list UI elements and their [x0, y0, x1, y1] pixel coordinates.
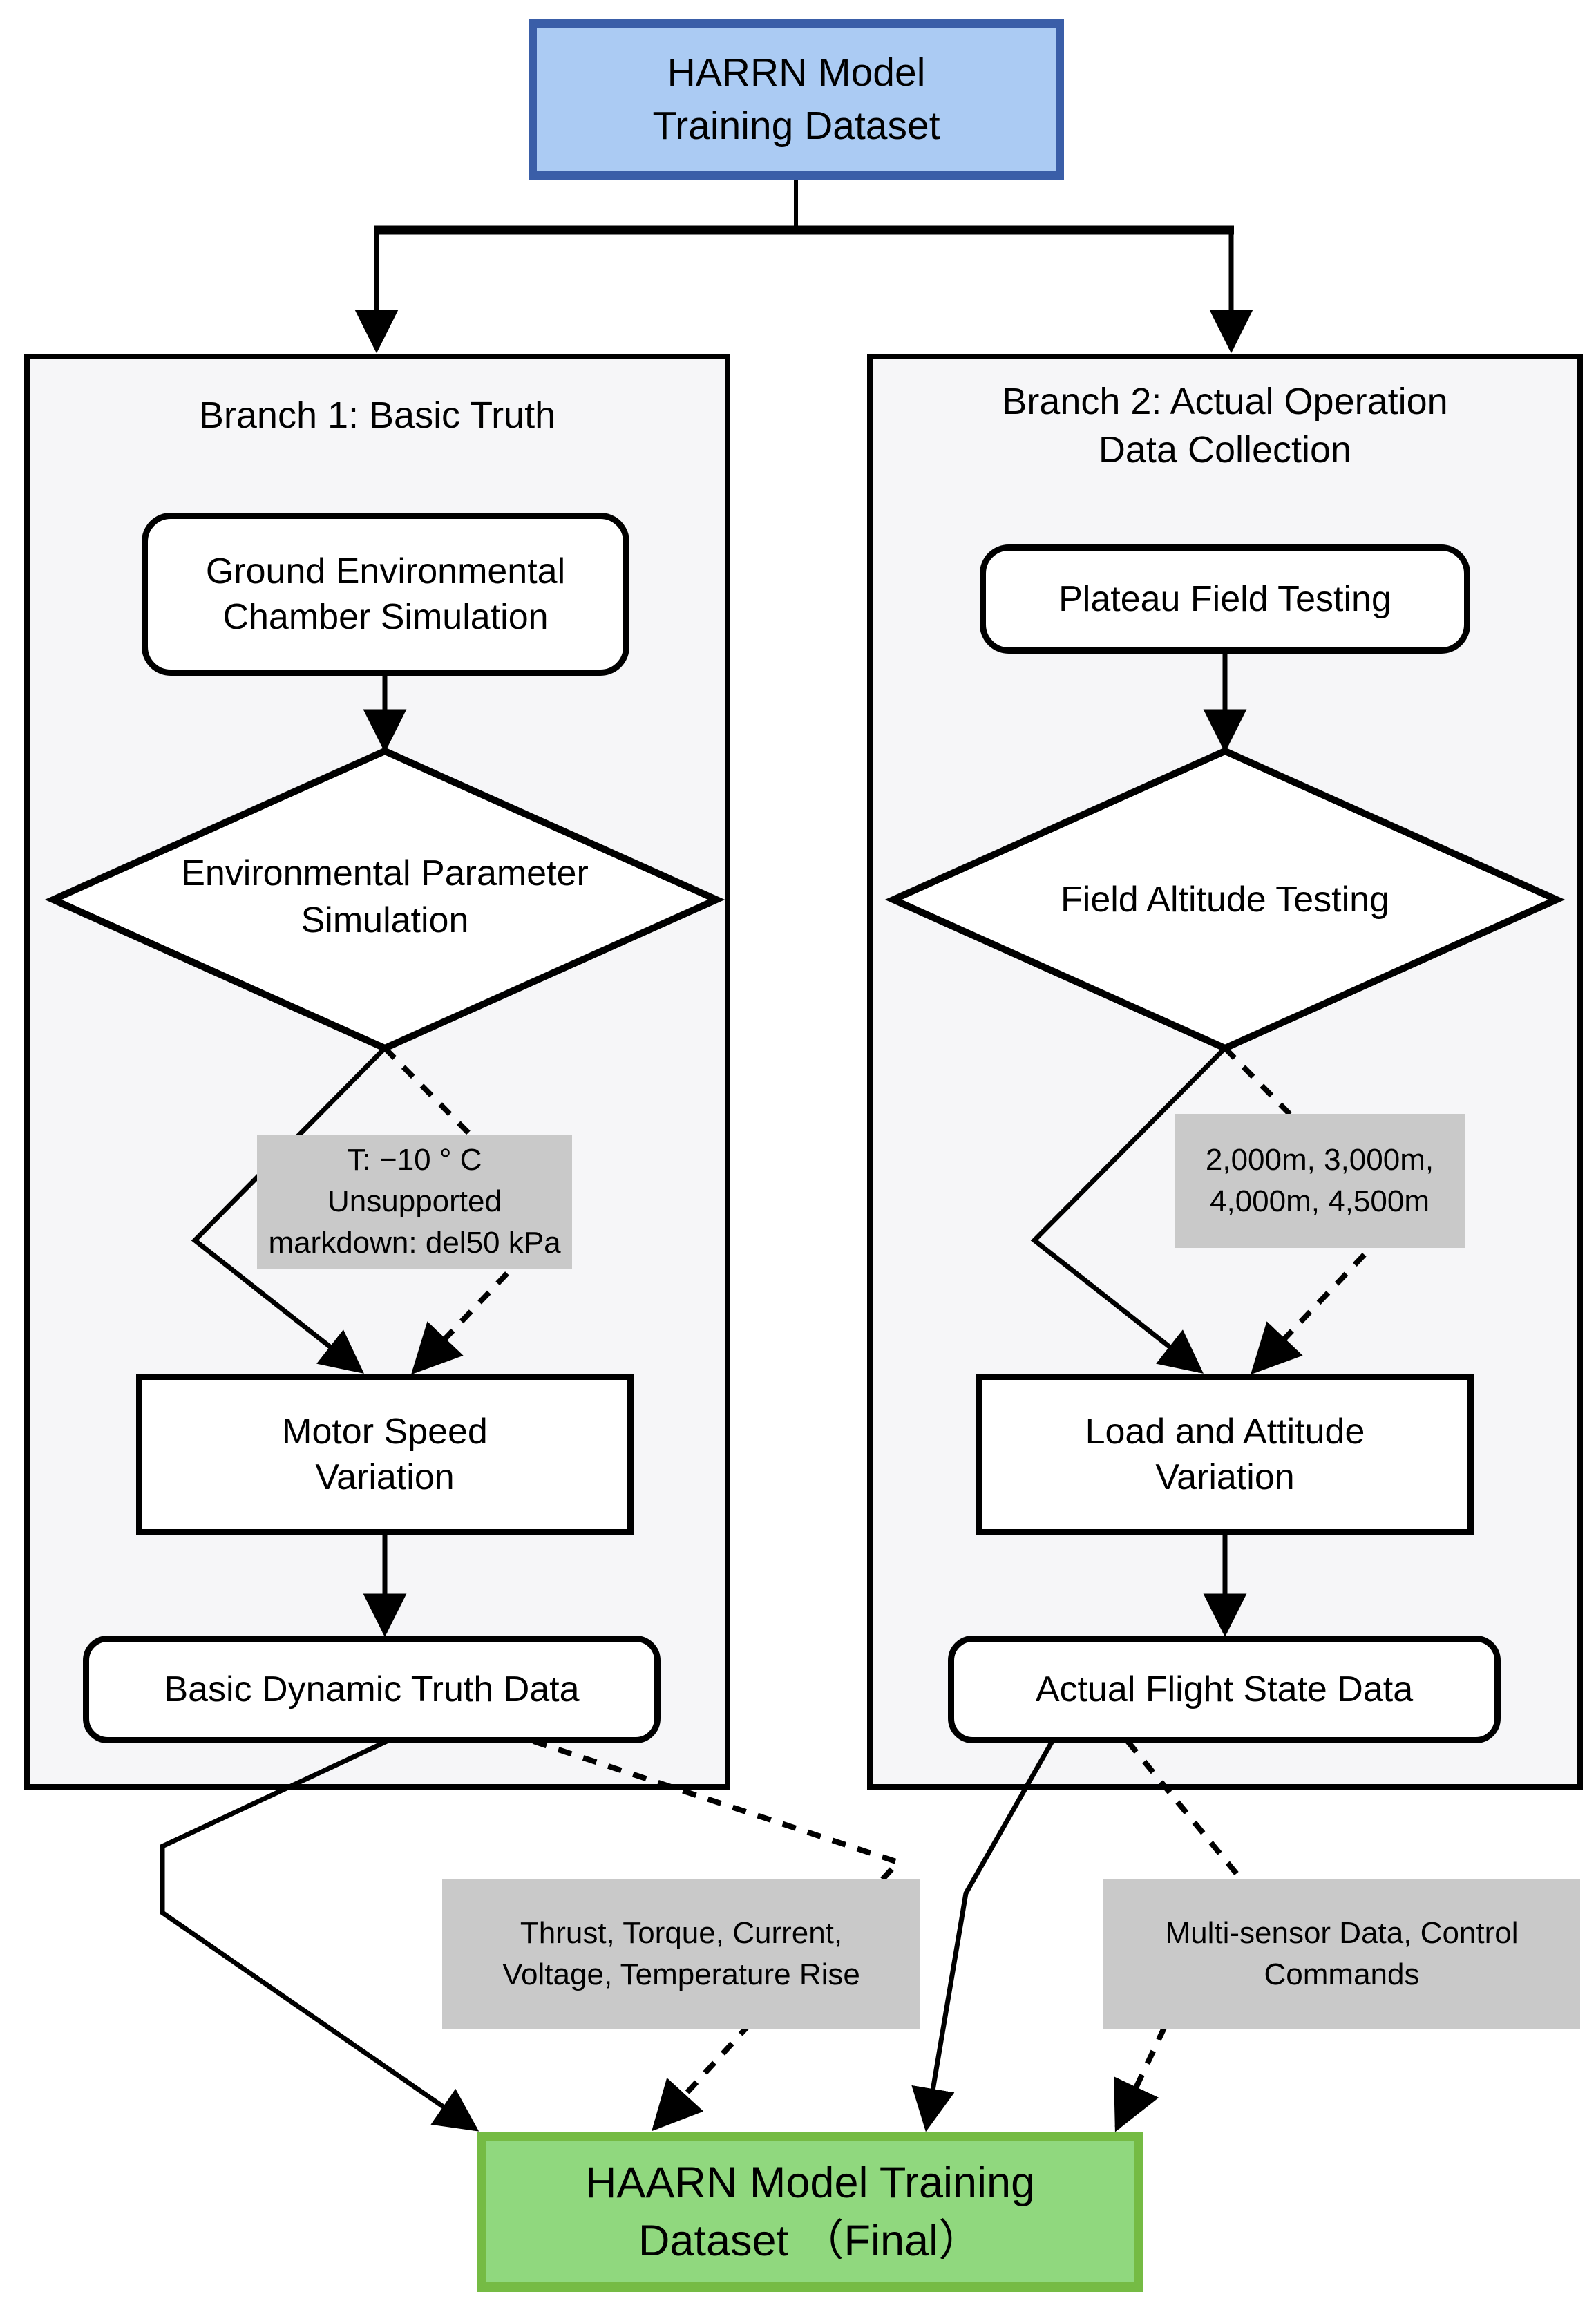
arrow-basic-to-final-solid — [160, 1738, 479, 2132]
branch1-title: Branch 1: Basic Truth — [24, 391, 730, 439]
plateau-field-testing-node: Plateau Field Testing — [980, 544, 1470, 654]
branch2-output-line2: Commands — [1264, 1958, 1420, 1991]
branch2-output-line1: Multi-sensor Data, Control — [1165, 1916, 1519, 1950]
branch1-output-line1: Thrust, Torque, Current, — [520, 1916, 843, 1950]
branch2-title-line2: Data Collection — [1098, 429, 1352, 471]
final-dataset-node: HAARN Model Training Dataset （Final） — [477, 2132, 1143, 2292]
root-node-label-line2: Training Dataset — [652, 104, 940, 148]
load-node-line1: Load and Attitude — [1085, 1412, 1365, 1452]
basic-dynamic-truth-data-node: Basic Dynamic Truth Data — [83, 1636, 661, 1743]
basic-node-label: Basic Dynamic Truth Data — [164, 1669, 580, 1709]
branch1-decision-line1: Environmental Parameter — [181, 853, 589, 893]
branch2-condition-note: 2,000m, 3,000m, 4,000m, 4,500m — [1175, 1114, 1465, 1248]
motor-node-line2: Variation — [315, 1457, 455, 1497]
branch1-title-text: Branch 1: Basic Truth — [198, 395, 556, 436]
motor-node-line1: Motor Speed — [282, 1412, 488, 1452]
branch1-output-line2: Voltage, Temperature Rise — [502, 1958, 860, 1991]
root-node: HARRN Model Training Dataset — [529, 19, 1064, 180]
motor-speed-variation-node: Motor Speed Variation — [136, 1374, 634, 1535]
ground-environmental-chamber-node: Ground Environmental Chamber Simulation — [142, 513, 629, 676]
ground-node-line1: Ground Environmental — [205, 551, 566, 591]
branch1-condition-line1: T: −10 ° C Unsupported — [327, 1143, 502, 1218]
branch1-condition-note: T: −10 ° C Unsupported markdown: del50 k… — [257, 1135, 572, 1269]
root-node-label-line1: HARRN Model — [667, 50, 926, 95]
actual-flight-state-data-node: Actual Flight State Data — [948, 1636, 1501, 1743]
branch2-decision-text: Field Altitude Testing — [1061, 880, 1389, 920]
branch2-decision-label: Field Altitude Testing — [949, 876, 1501, 923]
ground-node-line2: Chamber Simulation — [222, 597, 549, 637]
branch2-title-line1: Branch 2: Actual Operation — [1002, 381, 1448, 422]
branch2-output-note: Multi-sensor Data, Control Commands — [1103, 1879, 1580, 2029]
branch1-output-note: Thrust, Torque, Current, Voltage, Temper… — [442, 1879, 920, 2029]
actual-node-label: Actual Flight State Data — [1035, 1669, 1414, 1709]
branch2-condition-line1: 2,000m, 3,000m, — [1205, 1143, 1434, 1177]
plateau-node-label: Plateau Field Testing — [1058, 579, 1391, 619]
branch1-decision-line2: Simulation — [301, 900, 469, 940]
load-and-attitude-variation-node: Load and Attitude Variation — [976, 1374, 1474, 1535]
arrow-actual-to-final-solid — [911, 1740, 1055, 2132]
final-node-line2: Dataset （Final） — [638, 2217, 982, 2265]
branch1-condition-line2: markdown: del50 kPa — [268, 1226, 561, 1260]
load-node-line2: Variation — [1155, 1457, 1295, 1497]
branch2-title: Branch 2: Actual Operation Data Collecti… — [867, 377, 1583, 474]
final-node-line1: HAARN Model Training — [585, 2159, 1036, 2207]
branch2-condition-line2: 4,000m, 4,500m — [1210, 1184, 1429, 1218]
branch1-decision-label: Environmental Parameter Simulation — [108, 850, 661, 944]
